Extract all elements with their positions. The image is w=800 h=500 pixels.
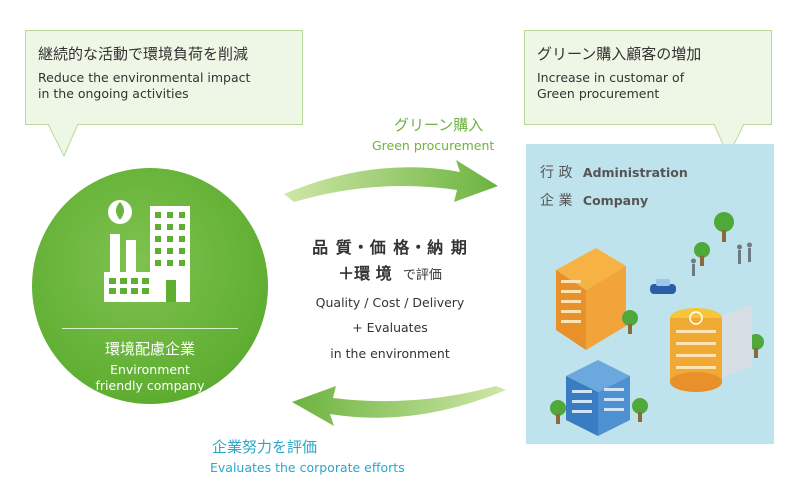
orange-office-building [556, 248, 626, 350]
bottom-arrow [292, 386, 506, 426]
center-criteria-en-line3: in the environment [330, 346, 450, 361]
helipad-building [670, 304, 752, 392]
left-callout-en-line1: Reduce the environmental impact [38, 70, 251, 85]
city-illustration [550, 212, 764, 436]
right-callout-title: グリーン購入顧客の増加 [537, 45, 702, 63]
panel-company-jp: 企 業 [540, 193, 573, 209]
center-criteria-en-line1: Quality / Cost / Delivery [315, 295, 465, 310]
tree-icon [550, 400, 566, 424]
top-arrow-label-jp: グリーン購入 [394, 116, 484, 134]
left-callout-en-line2: in the ongoing activities [38, 86, 189, 101]
blue-office-building [566, 360, 630, 436]
right-callout-en-line1: Increase in customar of [537, 70, 685, 85]
circle-divider [62, 328, 238, 329]
circle-title-jp: 環境配慮企業 [104, 340, 195, 358]
left-callout: 継続的な活動で環境負荷を削減 Reduce the environmental … [25, 30, 303, 125]
car-icon [650, 279, 676, 294]
panel-company-en: Company [582, 193, 649, 208]
left-callout-tail [48, 124, 79, 158]
panel-administration-en: Administration [582, 165, 688, 180]
tree-icon [632, 398, 648, 422]
circle-title-en-line1: Environment [110, 362, 190, 377]
top-arrow-label-en: Green procurement [372, 138, 495, 153]
tree-icon [714, 212, 734, 242]
left-callout-title: 継続的な活動で環境負荷を削減 [38, 45, 249, 63]
bottom-arrow-label-en: Evaluates the corporate efforts [210, 460, 405, 475]
right-callout-en-line2: Green procurement [537, 86, 660, 101]
right-callout-tail [714, 124, 745, 158]
bottom-arrow-label-jp: 企業努力を評価 [212, 438, 318, 456]
center-criteria-en-line2: + Evaluates [352, 320, 428, 335]
factory-icon [104, 200, 190, 302]
panel-row-administration: 行 政 Administration [540, 162, 688, 182]
top-arrow [284, 160, 498, 202]
panel-administration-jp: 行 政 [540, 165, 573, 181]
center-environment-label: ＋環 境 [338, 264, 392, 283]
tree-icon [622, 310, 638, 334]
center-criteria-jp-line1: 品 質・価 格・納 期 [312, 238, 468, 257]
people-icon [691, 242, 752, 276]
center-criteria-jp-line2: ＋環 境 で評価 [290, 260, 490, 284]
right-callout: グリーン購入顧客の増加 Increase in customar of Gree… [524, 30, 772, 125]
circle-title-en-line2: friendly company [95, 378, 205, 393]
panel-row-company: 企 業 Company [540, 190, 648, 210]
center-evaluate-label: で評価 [402, 268, 442, 283]
tree-icon [694, 242, 710, 266]
